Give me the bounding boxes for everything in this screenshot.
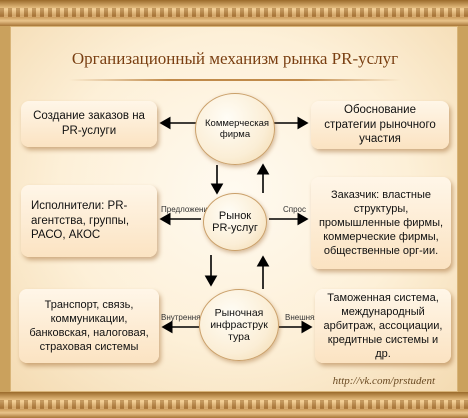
firm-node: Коммерческая фирма [195,93,275,165]
strategy-box: Обоснование стратегии рыночного участия [311,101,449,149]
internal-label: Внутренняя [161,313,205,322]
ornament-pattern [0,400,468,409]
market-node: Рынок PR-услуг [203,193,267,251]
title-underline [69,79,401,81]
ornament-pattern [0,8,468,17]
performers-text: Исполнители: PR-агентства, группы, РАСО,… [31,199,130,242]
arrows-layer [159,116,313,334]
offer-label: Предложение [161,205,213,214]
infra-node: Рыночная инфраструк тура [199,289,279,361]
infra-label: Рыночная инфраструк тура [210,307,268,343]
firm-label: Коммерческая фирма [205,118,270,140]
external-label: Внешняя [285,313,319,322]
decorative-top-band [0,0,468,26]
diagram-title: Организационный механизм рынка PR-услуг [71,49,399,68]
transport-text: Транспорт, связь, коммуникации, банковск… [29,298,149,354]
decorative-bottom-band [0,392,468,418]
orders-text: Создание заказов на PR-услуги [33,110,145,137]
transport-box: Транспорт, связь, коммуникации, банковск… [19,289,159,363]
customer-text: Заказчик: властные структуры, промышленн… [318,188,444,258]
market-label: Рынок PR-услуг [212,210,258,234]
customs-text: Таможенная система, международный арбитр… [323,291,443,361]
customs-box: Таможенная система, международный арбитр… [315,289,451,363]
demand-label: Спрос [283,205,307,214]
performers-box: Исполнители: PR-агентства, группы, РАСО,… [21,185,157,257]
source-watermark: http://vk.com/prstudent [332,375,435,387]
customer-box: Заказчик: властные структуры, промышленн… [311,177,451,269]
diagram-panel: Организационный механизм рынка PR-услуг [10,26,458,392]
strategy-text: Обоснование стратегии рыночного участия [324,103,436,146]
orders-box: Создание заказов на PR-услуги [21,101,157,147]
